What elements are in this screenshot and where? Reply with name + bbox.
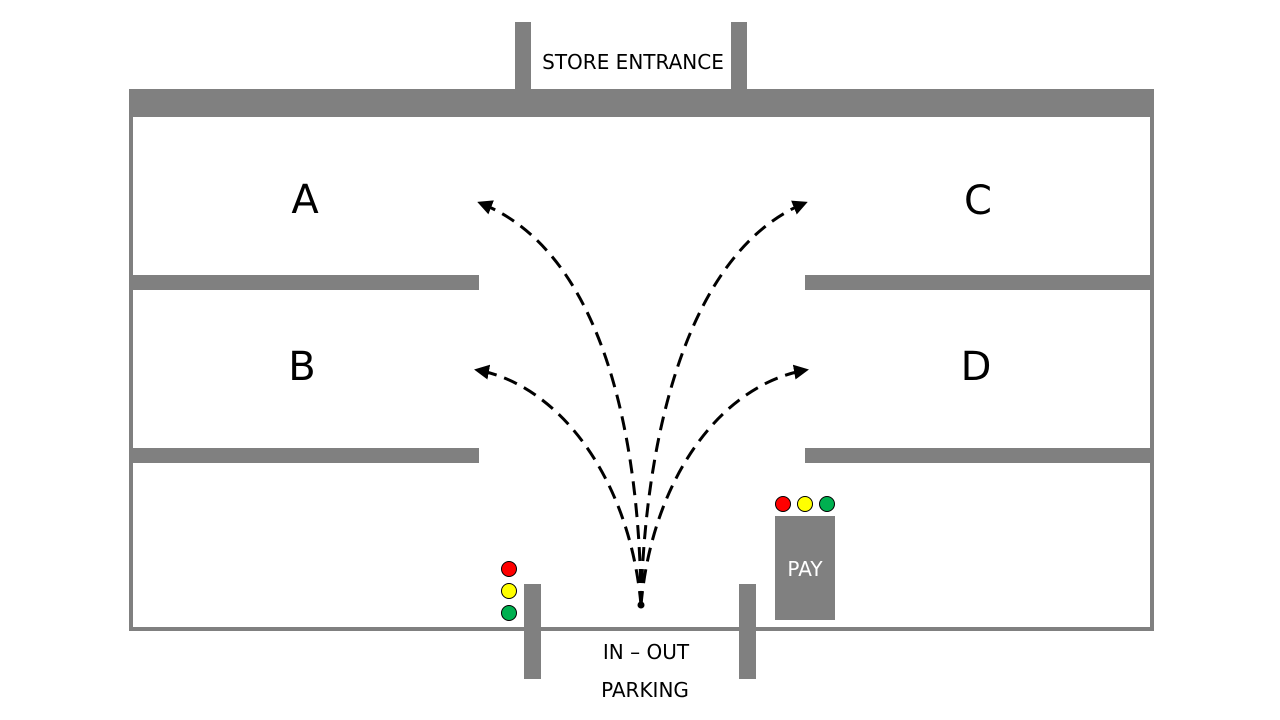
bottom-wall	[129, 627, 1154, 631]
top-wall	[129, 89, 1154, 117]
path-to-zone-c	[639, 200, 808, 606]
entry-light-red	[501, 561, 517, 577]
path-origin-dot	[637, 601, 645, 609]
zone-c-label: C	[964, 178, 992, 224]
entry-light-yellow	[501, 583, 517, 599]
pay-light-red	[775, 496, 791, 512]
path-to-zone-b	[474, 364, 643, 606]
divider-right-lower	[805, 448, 1154, 463]
divider-right-upper	[805, 275, 1154, 290]
entrance-wall-left	[515, 22, 531, 92]
path-to-zone-d	[639, 364, 809, 606]
entry-light-green	[501, 605, 517, 621]
pay-station	[775, 516, 835, 620]
zone-a-label: A	[291, 177, 319, 223]
store-entrance-label: STORE ENTRANCE	[542, 50, 724, 74]
zone-d-label: D	[961, 344, 992, 390]
divider-left-lower	[129, 448, 479, 463]
pay-label: PAY	[787, 557, 823, 581]
path-to-zone-a	[477, 200, 643, 606]
gate-post-right	[739, 584, 756, 679]
entrance-wall-right	[731, 22, 747, 92]
left-wall	[129, 89, 133, 631]
right-wall	[1150, 89, 1154, 631]
pay-light-green	[819, 496, 835, 512]
divider-left-upper	[129, 275, 479, 290]
gate-post-left	[524, 584, 541, 679]
in-out-label: IN – OUT	[603, 640, 690, 664]
zone-b-label: B	[288, 344, 315, 390]
pay-light-yellow	[797, 496, 813, 512]
parking-label: PARKING	[601, 678, 689, 702]
